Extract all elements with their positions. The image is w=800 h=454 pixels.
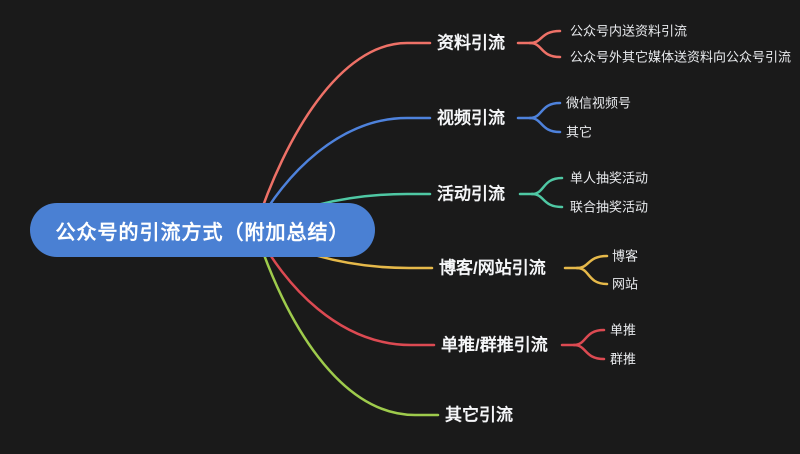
branch-curve-1 (253, 41, 432, 231)
fork-prong-5-1 (572, 328, 606, 347)
fork-prong-4-1 (575, 254, 609, 270)
fork-prong-2-1 (528, 101, 562, 120)
branch-topic-6[interactable]: 其它引流 (445, 405, 513, 425)
fork-prong-1-1 (528, 29, 562, 45)
fork-prong-2-2 (528, 116, 562, 134)
subtopic-4-2[interactable]: 网站 (612, 276, 639, 292)
branch-topic-4[interactable]: 博客/网站引流 (439, 258, 546, 278)
subtopic-2-1[interactable]: 微信视频号 (566, 95, 632, 111)
branch-topic-2[interactable]: 视频引流 (437, 108, 505, 128)
subtopic-1-1[interactable]: 公众号内送资料引流 (570, 23, 688, 39)
root-topic-node[interactable]: 公众号的引流方式（附加总结） (30, 203, 375, 257)
branch-topic-5[interactable]: 单推/群推引流 (441, 335, 548, 355)
subtopic-5-1[interactable]: 单推 (610, 322, 637, 338)
fork-prong-3-2 (530, 192, 564, 209)
branch-topic-3[interactable]: 活动引流 (437, 184, 505, 204)
subtopic-4-1[interactable]: 博客 (612, 248, 639, 264)
subtopic-2-2[interactable]: 其它 (566, 124, 593, 140)
fork-prong-1-2 (528, 41, 562, 59)
fork-prong-3-1 (530, 176, 564, 196)
subtopic-1-2[interactable]: 公众号外其它媒体送资料向公众号引流 (570, 49, 792, 65)
fork-prong-5-2 (572, 343, 606, 361)
branch-curve-6 (253, 227, 440, 417)
subtopic-5-2[interactable]: 群推 (610, 351, 637, 367)
subtopic-3-1[interactable]: 单人抽奖活动 (570, 170, 649, 186)
branch-topic-1[interactable]: 资料引流 (437, 33, 505, 53)
subtopic-3-2[interactable]: 联合抽奖活动 (570, 199, 649, 215)
fork-prong-4-2 (575, 266, 609, 286)
